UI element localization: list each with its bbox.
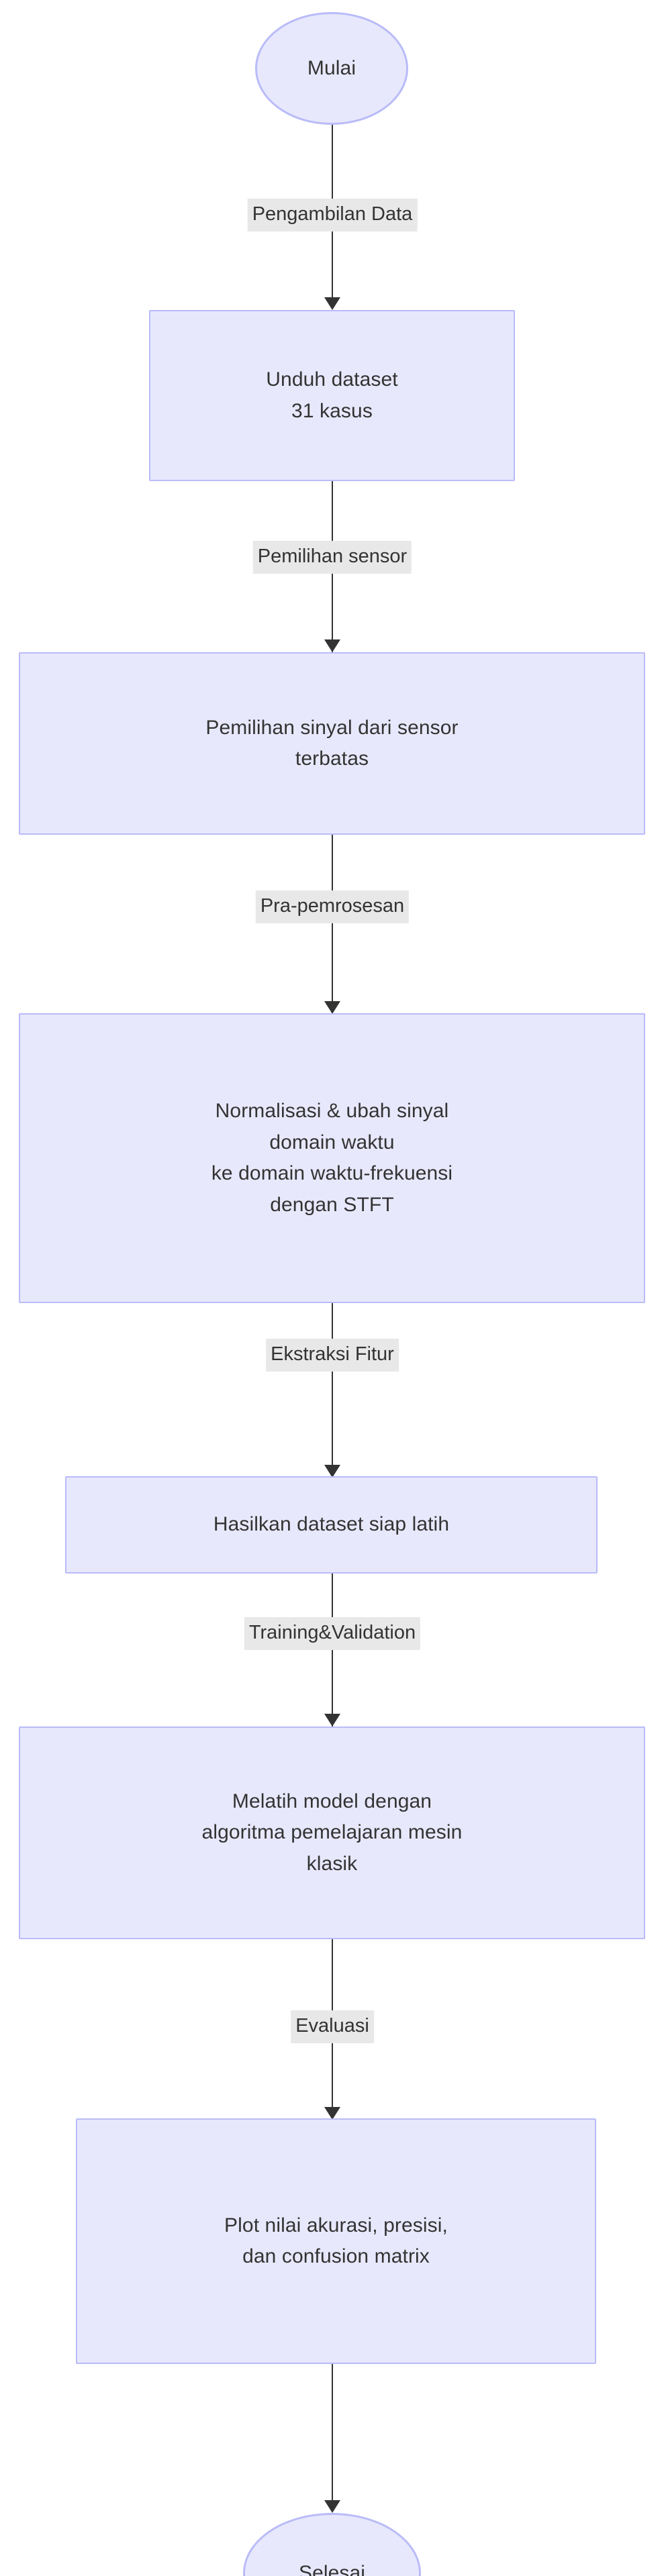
- arrowhead-start-to-download: [324, 297, 340, 310]
- node-evaluation-plot-label: Plot nilai akurasi, presisi, dan confusi…: [224, 2214, 448, 2268]
- node-sensor-selection-label: Pemilihan sinyal dari sensor terbatas: [205, 716, 459, 770]
- node-preprocessing-stft[interactable]: Normalisasi & ubah sinyal domain waktu k…: [19, 1013, 645, 1303]
- arrowhead-evaluate-to-end: [324, 2500, 340, 2513]
- node-train-model-label: Melatih model dengan algoritma pemelajar…: [201, 1790, 463, 1875]
- edge-label-evaluasi: Evaluasi: [291, 2010, 374, 2044]
- edge-label-training-validation: Training&Validation: [244, 1617, 421, 1651]
- node-download-dataset-label: Unduh dataset 31 kasus: [266, 368, 398, 422]
- edge-label-text: Pra-pemrosesan: [260, 895, 405, 917]
- node-train-model[interactable]: Melatih model dengan algoritma pemelajar…: [19, 1727, 645, 1939]
- node-start-label: Mulai: [307, 56, 356, 79]
- node-download-dataset[interactable]: Unduh dataset 31 kasus: [149, 310, 515, 481]
- arrowhead-dataset-to-train: [324, 1714, 340, 1727]
- arrowhead-preprocess-to-dataset: [324, 1465, 340, 1478]
- edge-label-text: Evaluasi: [295, 2015, 369, 2037]
- node-ready-dataset[interactable]: Hasilkan dataset siap latih: [65, 1476, 598, 1574]
- edge-label-pra-pemrosesan: Pra-pemrosesan: [255, 890, 410, 924]
- arrowhead-train-to-evaluate: [324, 2107, 340, 2120]
- edge-selection-to-preprocess: [332, 834, 333, 1015]
- node-ready-dataset-label: Hasilkan dataset siap latih: [213, 1513, 450, 1536]
- arrowhead-download-to-selection: [324, 639, 340, 652]
- edge-label-pengambilan-data: Pengambilan Data: [247, 199, 418, 232]
- edge-evaluate-to-end: [332, 2363, 333, 2510]
- node-start[interactable]: Mulai: [255, 12, 408, 125]
- arrowhead-selection-to-preprocess: [324, 1001, 340, 1014]
- node-end-label: Selesai: [298, 2561, 366, 2576]
- node-sensor-selection[interactable]: Pemilihan sinyal dari sensor terbatas: [19, 652, 645, 835]
- edge-label-pemilihan-sensor: Pemilihan sensor: [252, 541, 412, 574]
- node-evaluation-plot[interactable]: Plot nilai akurasi, presisi, dan confusi…: [76, 2118, 596, 2364]
- node-preprocessing-stft-label: Normalisasi & ubah sinyal domain waktu k…: [211, 1100, 453, 1216]
- edge-preprocess-to-dataset: [332, 1302, 333, 1476]
- edge-label-text: Pengambilan Data: [252, 203, 413, 225]
- edge-label-text: Ekstraksi Fitur: [271, 1343, 394, 1365]
- edge-label-ekstraksi-fitur: Ekstraksi Fitur: [266, 1339, 399, 1372]
- node-end[interactable]: Selesai: [243, 2513, 421, 2576]
- edge-label-text: Pemilihan sensor: [257, 546, 408, 567]
- edge-label-text: Training&Validation: [248, 1622, 416, 1643]
